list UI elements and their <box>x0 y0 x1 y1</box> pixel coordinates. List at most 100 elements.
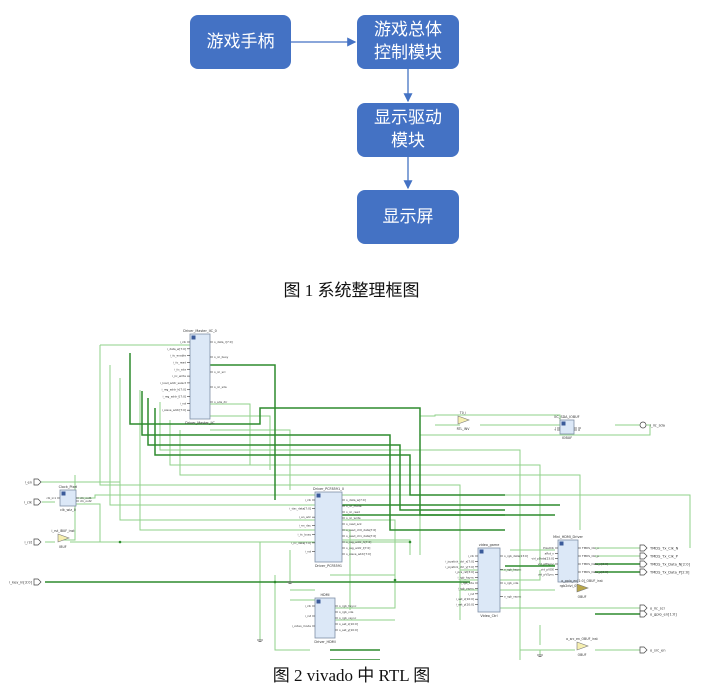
input-pin-label: i_reg_addr_h[7:0] <box>161 388 186 392</box>
output-pin-label: o_slave_addr[7:0] <box>346 552 371 556</box>
output-pin-label: o_rgb_vsync <box>339 616 357 620</box>
output-pin-label: o_iic_mode <box>346 504 362 508</box>
input-port-icon <box>33 478 42 486</box>
figure-2-caption: 图 2 vivado 中 RTL 图 <box>272 666 431 685</box>
input-pin-label: i_clk <box>180 340 187 344</box>
input-port-icon <box>33 538 42 546</box>
input-pin-label: i_load_addr_select <box>160 381 187 385</box>
module-instance-label: IIC_SDA_IOBUF <box>554 415 579 419</box>
output-pin-label: o_reg_addr_h[7:0] <box>346 540 371 544</box>
input-pin-label: i_set_x[10:0] <box>456 597 474 601</box>
output-port: TMDS_Tx_Data_P[2:0] <box>639 568 690 576</box>
module-body <box>314 491 343 563</box>
input-pin-label: aRst_n <box>545 551 555 555</box>
output-pin-label: o_read_ch1_data[7:0] <box>346 534 376 538</box>
input-pin-label: i_iic_busy <box>297 532 311 536</box>
output-pin-label: o_data_r[7:0] <box>214 340 233 344</box>
output-pin-label: o_iic_sda <box>214 385 227 389</box>
input-port: i_en <box>25 478 42 486</box>
input-pin-label: i_en_dac <box>299 524 312 528</box>
input-pin-label: i_rst <box>180 401 187 405</box>
output-pin-label: o_rgb_hsync <box>339 604 357 608</box>
output-pin-label: o_reg_addr_l[7:0] <box>346 546 370 550</box>
module-type-label: clk_wiz_0 <box>60 508 76 512</box>
input-port-icon <box>33 498 42 506</box>
input-pin-label: i_reg_addr_l[7:0] <box>162 395 186 399</box>
input-port-label: i_clk <box>24 501 33 505</box>
input-pin-label: i_joystick_ctrl_x[7:0] <box>445 559 474 563</box>
module-instance-label: Driver_PCF8591_0 <box>313 487 344 491</box>
input-port: i_clk <box>24 498 42 506</box>
output-pin-label: o_rgb_vde <box>504 581 519 585</box>
input-pin-label: i_iic_sda <box>174 367 186 371</box>
input-pin-label: i_iic_read <box>173 360 186 364</box>
output-pin-label: clk_out1 <box>80 496 92 500</box>
buffer-instance-label: o_gpio_en[1:0]_OBUF_inst <box>561 579 603 583</box>
module-type-label: IOBUF <box>562 436 572 440</box>
input-pin-label: i_rgb_vde <box>460 581 474 585</box>
input-pin-label: T <box>553 428 556 432</box>
module-type-label: Driver_HDMI <box>314 640 335 644</box>
input-pin-label: vid_pHSync <box>538 562 555 566</box>
output-port: o_iic_scl <box>639 604 665 612</box>
module-type-label: Driver_Master_IIC <box>185 421 215 425</box>
wire-junction <box>393 578 397 582</box>
module-icon <box>316 493 321 498</box>
output-port-label: i_iic_sda <box>650 424 665 428</box>
input-pin-label: i_rgb_hsync <box>457 576 474 580</box>
input-pin-label: i_rst <box>468 592 475 596</box>
output-port-icon <box>639 568 648 576</box>
box-game-control: 游戏总体 控制模块 <box>357 15 459 69</box>
module-body <box>314 597 336 639</box>
input-pin-label: i_clk <box>305 498 312 502</box>
ground-icon <box>287 581 293 584</box>
wires-light <box>38 344 691 660</box>
output-port-label: o_src_en <box>650 649 666 653</box>
output-pin-label: clk_out2 <box>80 499 92 503</box>
module-instance-label: Mini_HDMI_Driver <box>553 535 583 539</box>
wire-junction <box>273 580 277 584</box>
output-pin-label: TMDS_Clk_p <box>581 554 599 558</box>
input-pin-label: I <box>555 426 556 430</box>
input-pin-label: i_set_y[10:0] <box>456 603 474 607</box>
input-pin-label: i_rgb_vsync <box>457 586 474 590</box>
rtl-module-driver-pcf8591-0: Driver_PCF8591_0Driver_PCF8591i_clki_dac… <box>289 487 376 568</box>
output-pin-label: o_rgb_vsync <box>504 595 522 599</box>
output-pin-label: o_set_x[10:0] <box>339 622 358 626</box>
input-pin-label: i_rst <box>305 549 312 553</box>
input-pin-label: i_iic_enable <box>170 354 187 358</box>
output-pin-label: o_sda_dir <box>214 400 228 404</box>
input-pin-label: clk_in1 <box>46 496 56 500</box>
output-pin-label: o_iic_busy <box>214 355 229 359</box>
module-instance-label: HDMI <box>320 593 329 597</box>
buffer-type-label: OBUF <box>578 653 587 657</box>
buffer-instance-label: T0_i <box>459 411 467 415</box>
output-pin-label: o_rgb_hsync <box>504 568 522 572</box>
module-icon <box>191 335 196 340</box>
buffer-type-label: RTL_INV <box>457 427 471 431</box>
output-pin-label: o_iic_scl <box>214 370 226 374</box>
input-pin-label: vid_pVSync <box>538 573 554 577</box>
input-pin-label: PixelClk <box>543 546 554 550</box>
output-port-label: TMDS_Tx_Data_P[2:0] <box>649 571 690 575</box>
figure-1-caption: 图 1 系统整理框图 <box>283 281 420 300</box>
buffer-triangle-icon <box>457 415 470 425</box>
input-port-label: i_rst <box>24 541 32 545</box>
module-body <box>189 333 211 420</box>
rtl-module-driver-master-iic-0: Driver_Master_IIC_0Driver_Master_IICi_cl… <box>160 329 233 425</box>
rtl-schematic: Driver_Master_IIC_0Driver_Master_IICi_cl… <box>9 329 691 660</box>
output-port-icon <box>639 552 648 560</box>
flowchart-edges <box>291 37 413 190</box>
wire-junction <box>118 540 122 544</box>
input-pin-label: vid_pData[23:0] <box>531 557 554 561</box>
output-pin-label: o_read_ack <box>346 522 362 526</box>
output-pin-label: TMDS_Clk_n <box>581 546 599 550</box>
module-type-label: Driver_PCF8591 <box>315 564 342 568</box>
module-icon <box>479 549 484 554</box>
output-pin-label: TMDS_Data_p[2:0] <box>581 570 608 574</box>
